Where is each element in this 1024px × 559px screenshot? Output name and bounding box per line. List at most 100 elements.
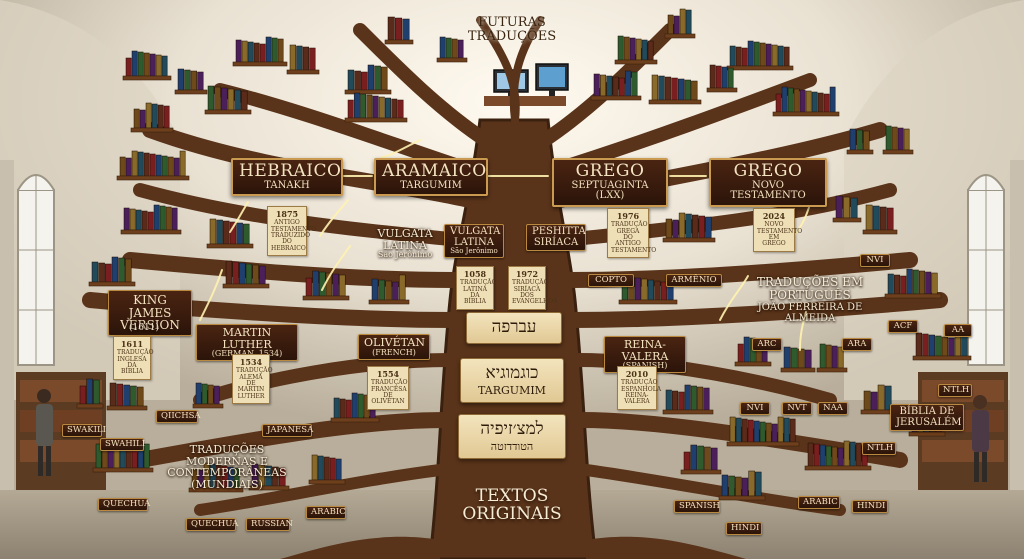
tag-russian[interactable]: RUSSIAN — [246, 518, 293, 531]
node-vulgata-latina[interactable]: VULGATA LATINA São Jerônimo — [362, 228, 448, 259]
node-olivetan[interactable]: OLIVÉTAN (FRENCH) — [358, 334, 430, 360]
node-hebraico[interactable]: HEBRAICO TANAKH — [231, 158, 343, 197]
tag-ntlh-2[interactable]: NTLH — [862, 442, 896, 455]
node-grego-septuaginta[interactable]: GREGO SEPTUAGINTA (LXX) — [552, 158, 668, 207]
book-17-7 — [811, 91, 818, 113]
tag-text: NTLH — [943, 385, 970, 395]
flow-arrow-7 — [199, 269, 223, 321]
tag-nvt[interactable]: NVT — [782, 402, 812, 415]
node-traducoes-portugues[interactable]: TRADUÇÕES EM PORTUGUÊS JOÃO FERREIRA DE … — [752, 276, 868, 324]
tag-arabic-2[interactable]: ARABIC — [798, 496, 840, 509]
node-armenio[interactable]: ARMÊNIO — [666, 274, 722, 287]
book-shelf-34 — [780, 367, 816, 373]
note-year: 1972 — [515, 269, 539, 279]
book-17-9 — [823, 93, 830, 113]
tag-hindi-2[interactable]: HINDI — [852, 500, 888, 513]
scroll-hebrew[interactable]: עברפה — [466, 312, 562, 344]
tree-branch-1 — [353, 23, 492, 147]
book-21-6 — [153, 204, 160, 231]
node-copto[interactable]: COPTO — [588, 274, 634, 287]
book-11-4 — [635, 38, 642, 61]
node-traducoes-modernas[interactable]: TRADUÇÕES MODERNAS E CONTEMPORÂNEAS (MUN… — [156, 444, 298, 490]
book-19-4 — [903, 128, 910, 151]
book-48-5 — [136, 386, 144, 407]
book-21-2 — [129, 208, 136, 231]
scroll-original[interactable]: למצ׳זיפיה הטודדזטה — [458, 414, 566, 460]
book-49-1 — [79, 385, 87, 405]
tag-nvi[interactable]: NVI — [740, 402, 770, 415]
tree-branch-5 — [122, 252, 463, 288]
book-21-4 — [141, 210, 148, 231]
tag-aa[interactable]: AA — [944, 324, 972, 337]
book-shelf-40 — [804, 465, 872, 471]
tag-quechua[interactable]: QUECHUA — [98, 498, 150, 511]
book-7-4 — [367, 64, 375, 91]
node-king-james[interactable]: KING JAMES VERSION — [108, 290, 192, 336]
tag-nvi-top[interactable]: NVI — [860, 254, 890, 267]
book-4-5 — [157, 104, 164, 129]
book-25-5 — [332, 273, 339, 297]
tag-text: QUECHUA — [191, 519, 239, 529]
node-vulgata-latina-2[interactable]: VULGATA LATINA São Jerônimo — [444, 224, 504, 259]
book-39-5 — [690, 385, 697, 411]
scroll-aramaic[interactable]: כוגמוגיא TARGUMIM — [460, 358, 564, 404]
tag-swakili[interactable]: SWAKILI — [62, 424, 106, 437]
book-29-2 — [843, 196, 851, 219]
book-22-3 — [223, 220, 230, 245]
tag-text: HINDI — [731, 523, 760, 533]
tag-spanish[interactable]: SPANISH — [674, 500, 720, 513]
book-shelf-10 — [436, 57, 468, 63]
book-15-10 — [783, 46, 790, 67]
tag-ntlh[interactable]: NTLH — [938, 384, 972, 397]
book-5-4 — [253, 42, 260, 63]
node-aramaico[interactable]: ARAMAICO TARGUMIM — [374, 158, 488, 197]
tree-branch-20 — [476, 16, 520, 124]
tag-arabic[interactable]: ARABIC — [306, 506, 346, 519]
book-33-2 — [743, 336, 750, 363]
book-17-8 — [817, 92, 824, 113]
book-41-4 — [704, 446, 711, 471]
book-31-1 — [887, 273, 894, 295]
scroll-text: כוגמוגיא — [485, 363, 539, 383]
book-5-6 — [265, 36, 272, 63]
book-28-7 — [705, 216, 712, 239]
reader-person-right — [972, 395, 989, 482]
book-20-3 — [131, 150, 138, 177]
book-15-7 — [765, 43, 772, 67]
node-biblia-jerusalem[interactable]: BÍBLIA DE JERUSALÉM — [890, 404, 964, 431]
book-46-3 — [323, 456, 330, 481]
book-22-6 — [243, 223, 250, 245]
node-peshitta-siriaca[interactable]: PESHITTA SIRÍACA — [526, 224, 586, 251]
scroll-subtitle: TARGUMIM — [478, 383, 546, 397]
book-26-2 — [378, 279, 386, 301]
tag-swahili[interactable]: SWAHILI — [100, 438, 145, 451]
book-24-6 — [259, 265, 266, 285]
book-38-4 — [747, 419, 754, 443]
book-14-3 — [664, 76, 672, 101]
book-29-3 — [850, 197, 858, 219]
book-35-3 — [831, 345, 838, 369]
book-8-2 — [395, 17, 403, 41]
node-subtitle: TARGUMIM — [400, 179, 462, 191]
tag-japanesa[interactable]: JAPANESA — [262, 424, 313, 437]
book-5-2 — [241, 40, 248, 63]
tag-qiichsa[interactable]: QIICHSA — [156, 410, 201, 423]
flow-arrow-9 — [719, 275, 749, 321]
book-32-6 — [948, 337, 955, 357]
tag-naa[interactable]: NAA — [818, 402, 848, 415]
tag-hindi[interactable]: HINDI — [726, 522, 762, 535]
node-grego-novo-testamento[interactable]: GREGO NOVO TESTAMENTO — [709, 158, 827, 207]
note-body: ANTIGO TESTAMENTO TRADUZIDO DO HEBRAICO — [271, 219, 317, 252]
note-year: 1875 — [275, 209, 299, 219]
book-49-2 — [86, 378, 93, 405]
tag-acf[interactable]: ACF — [888, 320, 918, 333]
book-17-5 — [799, 89, 806, 113]
tag-quechua-2[interactable]: QUECHUA — [186, 518, 239, 531]
tag-arc[interactable]: ARC — [752, 338, 782, 351]
book-shelf-7 — [344, 89, 392, 95]
tag-ara[interactable]: ARA — [842, 338, 872, 351]
note-year: 1611 — [120, 339, 144, 349]
